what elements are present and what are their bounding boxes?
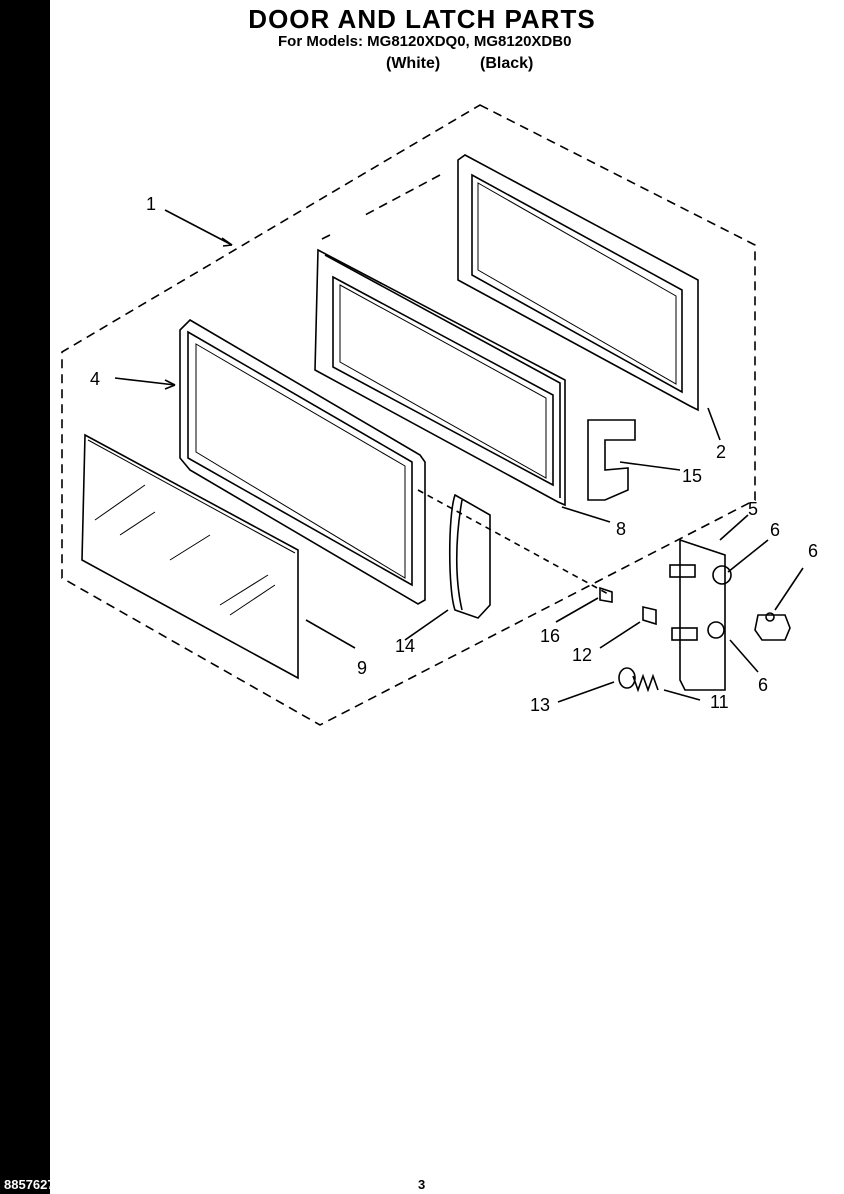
- part-12-clip: [642, 605, 657, 626]
- part-2-frame: [457, 154, 699, 412]
- models-line: For Models: MG8120XDQ0, MG8120XDB0: [278, 33, 572, 50]
- part-5-latch-assembly: [669, 538, 732, 691]
- callout-6a: 6: [770, 520, 780, 540]
- callout-9: 9: [357, 658, 367, 678]
- callout-6b: 6: [808, 541, 818, 561]
- page-title: DOOR AND LATCH PARTS: [248, 4, 596, 34]
- document-number: 8857627: [4, 1177, 55, 1192]
- callout-5: 5: [748, 499, 758, 519]
- part-13-bushing: [618, 667, 636, 689]
- callout-11: 11: [710, 692, 729, 712]
- part-16-screw: [599, 586, 613, 603]
- callout-8: 8: [616, 519, 626, 539]
- variant-white: (White): [386, 55, 441, 72]
- left-black-margin: [0, 0, 50, 1194]
- callout-12: 12: [572, 645, 592, 665]
- callout-13: 13: [530, 695, 550, 715]
- callout-1: 1: [146, 194, 156, 214]
- part-14-handle: [448, 493, 491, 619]
- page-number: 3: [418, 1177, 426, 1192]
- variant-black: (Black): [480, 55, 534, 72]
- callout-4: 4: [90, 369, 100, 389]
- part-8-inner-panel: [314, 248, 566, 507]
- callout-14: 14: [395, 636, 415, 656]
- part-9-glass: [81, 433, 299, 680]
- part-4-door-frame: [179, 318, 426, 605]
- callout-16: 16: [540, 626, 560, 646]
- callout-15: 15: [682, 466, 702, 486]
- callout-2: 2: [716, 442, 726, 462]
- callout-6c: 6: [758, 675, 768, 695]
- part-11-spring: [632, 673, 659, 693]
- part-6-switch: [754, 612, 791, 641]
- assembly-outline: [61, 104, 756, 726]
- part-15-bracket: [587, 419, 636, 501]
- leader-lines: [114, 209, 804, 703]
